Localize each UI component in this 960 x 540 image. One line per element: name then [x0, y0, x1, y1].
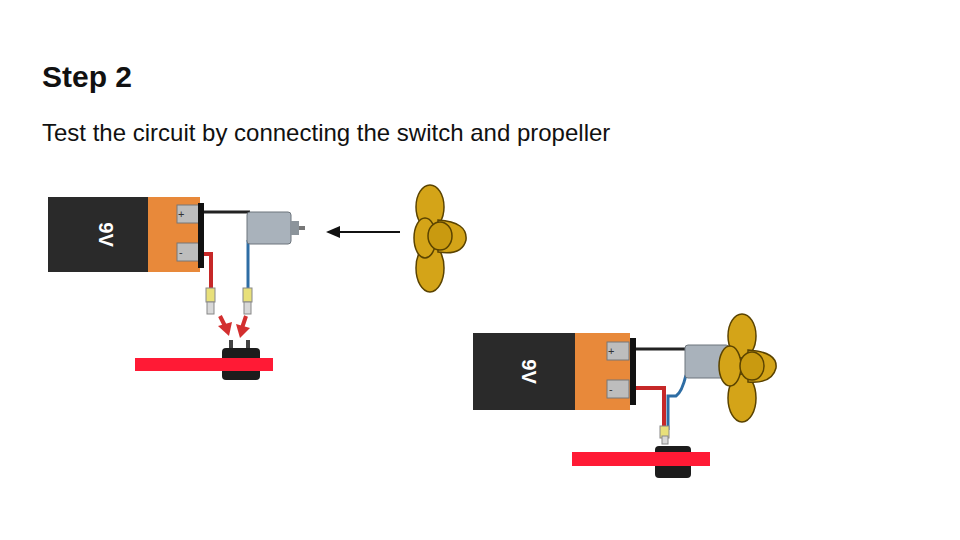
propeller-loose	[414, 185, 466, 292]
terminal-sign: +	[178, 208, 184, 220]
switch-left	[135, 340, 273, 380]
battery-voltage: 9V	[517, 359, 540, 383]
terminal-sign: -	[609, 383, 613, 395]
move-arrow	[326, 226, 400, 238]
terminal-sign: -	[179, 246, 183, 258]
wires-left	[204, 212, 252, 314]
insert-arrows	[218, 316, 250, 338]
battery-left	[48, 197, 204, 272]
battery-right	[473, 333, 636, 410]
switch-right	[572, 446, 710, 478]
step-title: Step 2	[42, 60, 132, 94]
propeller-mounted	[719, 314, 776, 422]
motor-left	[247, 212, 305, 244]
wires-right	[636, 349, 688, 444]
instruction-text: Test the circuit by connecting the switc…	[42, 119, 610, 147]
battery-voltage: 9V	[94, 222, 117, 246]
terminal-sign: +	[608, 345, 614, 357]
